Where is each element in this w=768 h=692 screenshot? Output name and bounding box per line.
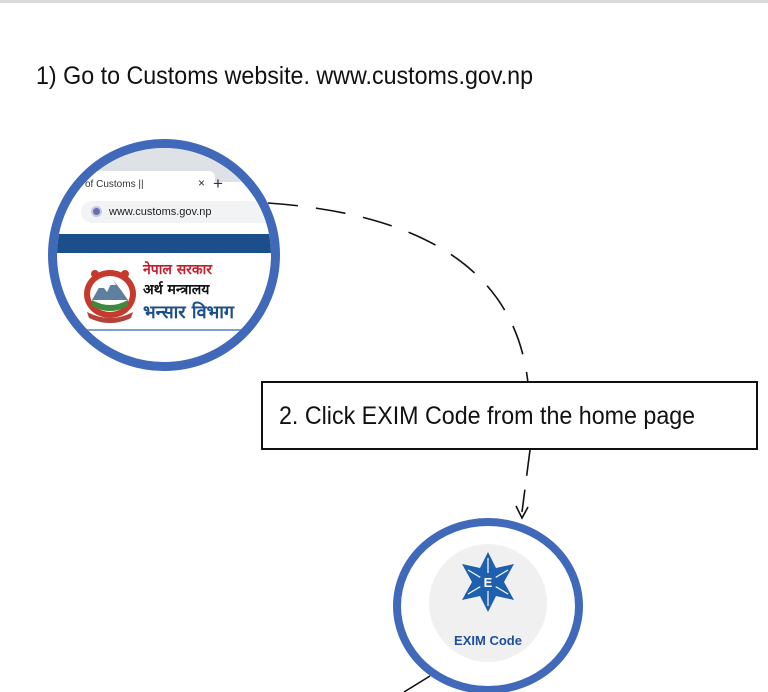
- url-field[interactable]: www.customs.gov.np: [81, 201, 271, 223]
- exim-code-circle: E EXIM Code: [393, 518, 583, 692]
- site-title-line-2: अर्थ मन्त्रालय: [143, 282, 210, 298]
- connector-upper: [267, 202, 529, 384]
- exim-star-icon[interactable]: E: [456, 550, 520, 614]
- address-bar: www.customs.gov.np: [57, 197, 271, 231]
- site-title-line-1: नेपाल सरकार: [143, 262, 213, 278]
- step-2-box: 2. Click EXIM Code from the home page: [261, 381, 758, 450]
- site-header-rule: [57, 329, 271, 331]
- connector-tail: [403, 675, 431, 692]
- site-info-icon: [91, 206, 102, 217]
- site-title-line-3: भन्सार विभाग: [143, 302, 235, 323]
- close-icon[interactable]: ×: [198, 176, 206, 190]
- top-divider: [0, 0, 768, 3]
- step-2-text: 2. Click EXIM Code from the home page: [279, 402, 696, 430]
- step-1-text: 1) Go to Customs website. www.customs.go…: [36, 62, 534, 90]
- url-text: www.customs.gov.np: [109, 206, 212, 218]
- new-tab-icon[interactable]: +: [213, 174, 223, 193]
- browser-tab-title: of Customs ||: [85, 179, 144, 190]
- nepal-emblem-icon: [84, 270, 136, 323]
- exim-code-label[interactable]: EXIM Code: [454, 633, 522, 648]
- browser-snippet-circle: of Customs || × + www.customs.gov.np नेप…: [48, 139, 280, 371]
- site-header-bar: [57, 234, 271, 253]
- exim-letter: E: [484, 575, 493, 590]
- connector-lower: [521, 449, 531, 513]
- arrowhead-icon: [515, 505, 529, 520]
- browser-tab[interactable]: of Customs || ×: [75, 171, 215, 197]
